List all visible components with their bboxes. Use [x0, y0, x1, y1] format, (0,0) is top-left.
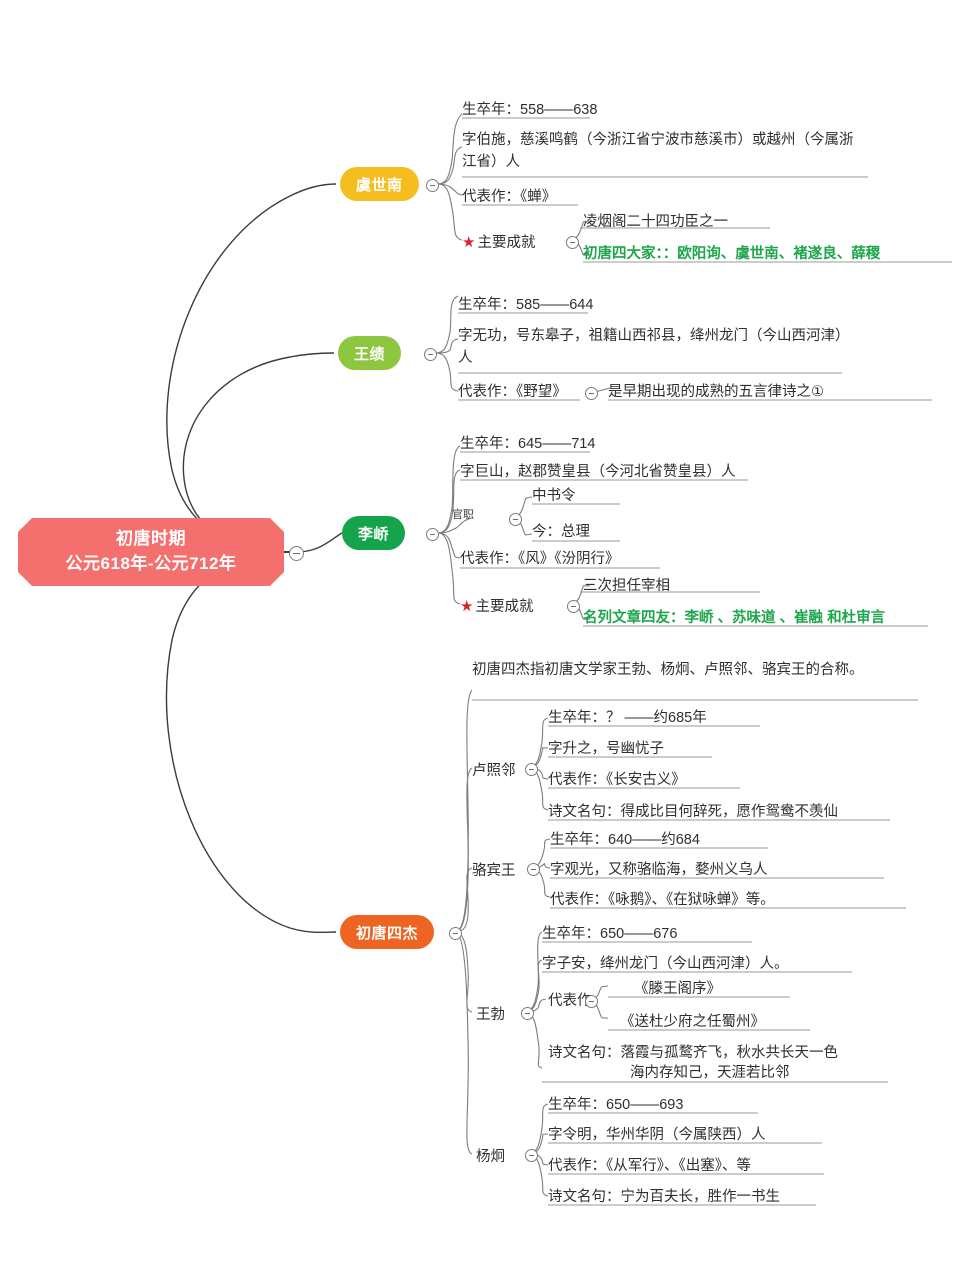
person-node-luzhaolin[interactable]: 卢照邻: [472, 763, 516, 779]
wangbo-collapse-toggle[interactable]: [521, 1007, 534, 1020]
yushinan-collapse-toggle[interactable]: [426, 179, 439, 192]
leaf-wangbo-work-1[interactable]: 《滕王阁序》: [634, 981, 721, 997]
leaf-yushinan-achv-1[interactable]: 凌烟阁二十四功臣之一: [583, 214, 728, 230]
leaf-luzhaolin-works[interactable]: 代表作：《长安古义》: [548, 772, 686, 788]
star-icon: ★: [460, 597, 474, 615]
leaf-liqiao-office-1[interactable]: 中书令: [532, 488, 576, 504]
root-node[interactable]: 初唐时期 公元618年-公元712年: [18, 518, 284, 586]
person-node-wangbo[interactable]: 王勃: [476, 1007, 505, 1023]
branch-node-wangji[interactable]: 王绩: [338, 336, 402, 370]
branch-label-wangji: 王绩: [354, 345, 386, 363]
leaf-liqiao-achv-1[interactable]: 三次担任宰相: [583, 578, 670, 594]
wangji-collapse-toggle[interactable]: [424, 348, 437, 361]
liqiao-achievement-node[interactable]: ★ 主要成就: [460, 595, 533, 616]
leaf-yushinan-lifespan[interactable]: 生卒年：558——638: [462, 102, 598, 118]
leaf-yangjiong-works[interactable]: 代表作：《从军行》、《出塞》、等: [548, 1158, 751, 1174]
branch-label-liqiao: 李峤: [358, 525, 390, 543]
luobinwang-collapse-toggle[interactable]: [527, 863, 540, 876]
root-title-line2: 公元618年-公元712年: [65, 554, 237, 573]
liqiao-achievement-label: 主要成就: [475, 599, 534, 615]
person-node-yangjiong[interactable]: 杨炯: [476, 1149, 505, 1165]
leaf-chutangsijie-intro[interactable]: 初唐四杰指初唐文学家王勃、杨炯、卢照邻、骆宾王的合称。: [472, 662, 864, 678]
yushinan-achievement-node[interactable]: ★ 主要成就: [462, 231, 535, 252]
yushinan-achievement-toggle[interactable]: [566, 236, 579, 249]
root-title-line1: 初唐时期: [116, 529, 186, 549]
yangjiong-collapse-toggle[interactable]: [525, 1149, 538, 1162]
leaf-yushinan-works[interactable]: 代表作：《蝉》: [462, 189, 557, 205]
leaf-liqiao-works[interactable]: 代表作：《风》《汾阴行》: [460, 551, 620, 567]
leaf-yangjiong-lifespan[interactable]: 生卒年：650——693: [548, 1097, 684, 1113]
wangbo-works-toggle[interactable]: [585, 995, 598, 1008]
leaf-luobinwang-lifespan[interactable]: 生卒年：640——约684: [550, 832, 700, 848]
leaf-liqiao-origin[interactable]: 字巨山，赵郡赞皇县（今河北省赞皇县）人: [460, 464, 736, 480]
leaf-wangbo-works-label[interactable]: 代表作: [548, 993, 592, 1009]
star-icon: ★: [462, 233, 476, 251]
leaf-wangji-works-note[interactable]: 是早期出现的成熟的五言律诗之①: [608, 384, 824, 400]
leaf-luzhaolin-style[interactable]: 字升之，号幽忧子: [548, 741, 664, 757]
leaf-wangbo-origin[interactable]: 字子安，绛州龙门（今山西河津）人。: [542, 956, 789, 972]
leaf-wangji-works[interactable]: 代表作：《野望》: [458, 384, 567, 400]
luzhaolin-collapse-toggle[interactable]: [525, 763, 538, 776]
chutangsijie-collapse-toggle[interactable]: [449, 927, 462, 940]
root-collapse-toggle[interactable]: [289, 546, 304, 561]
leaf-wangbo-work-2[interactable]: 《送杜少府之任蜀州》: [620, 1014, 765, 1030]
yushinan-achievement-label: 主要成就: [477, 235, 536, 251]
leaf-luzhaolin-quote[interactable]: 诗文名句：得成比目何辞死，愿作鸳鸯不羡仙: [548, 804, 838, 820]
leaf-luobinwang-works[interactable]: 代表作：《咏鹅》、《在狱咏蝉》等。: [550, 892, 775, 908]
leaf-wangbo-lifespan[interactable]: 生卒年：650——676: [542, 926, 678, 942]
liqiao-achievement-toggle[interactable]: [567, 600, 580, 613]
leaf-wangji-origin[interactable]: 字无功，号东皋子，祖籍山西祁县，绛州龙门（今山西河津）人: [458, 328, 843, 366]
leaf-yushinan-achv-2[interactable]: 初唐四大家：：欧阳询、虞世南、褚遂良、薛稷: [583, 246, 881, 262]
branch-node-chutangsijie[interactable]: 初唐四杰: [340, 915, 435, 949]
liqiao-office-toggle[interactable]: [509, 513, 522, 526]
leaf-yangjiong-origin[interactable]: 字令明，华州华阴（今属陕西）人: [548, 1127, 766, 1143]
branch-label-chutangsijie: 初唐四杰: [356, 924, 419, 942]
branch-node-yushinan[interactable]: 虞世南: [340, 167, 419, 201]
leaf-yangjiong-quote[interactable]: 诗文名句：宁为百夫长，胜作一书生: [548, 1189, 780, 1205]
leaf-yushinan-origin[interactable]: 字伯施，慈溪鸣鹤（今浙江省宁波市慈溪市）或越州（今属浙江省）人: [462, 132, 854, 170]
leaf-wangbo-quote-line2[interactable]: 海内存知己，天涯若比邻: [630, 1065, 790, 1081]
leaf-wangji-lifespan[interactable]: 生卒年：585——644: [458, 297, 594, 313]
leaf-luzhaolin-lifespan[interactable]: 生卒年：？ ——约685年: [548, 710, 707, 726]
branch-node-liqiao[interactable]: 李峤: [342, 516, 406, 550]
leaf-liqiao-lifespan[interactable]: 生卒年：645——714: [460, 436, 596, 452]
leaf-luobinwang-origin[interactable]: 字观光，又称骆临海，婺州义乌人: [550, 862, 768, 878]
liqiao-collapse-toggle[interactable]: [426, 528, 439, 541]
wangji-works-toggle[interactable]: [585, 387, 598, 400]
leaf-liqiao-office-label[interactable]: 官职: [452, 509, 474, 521]
leaf-liqiao-office-2[interactable]: 今：总理: [532, 524, 590, 540]
leaf-liqiao-achv-2[interactable]: 名列文章四友：李峤 、苏味道 、崔融 和杜审言: [583, 610, 886, 626]
person-node-luobinwang[interactable]: 骆宾王: [472, 863, 516, 879]
branch-label-yushinan: 虞世南: [356, 176, 403, 194]
leaf-wangbo-quote-line1[interactable]: 诗文名句：落霞与孤鹜齐飞，秋水共长天一色: [548, 1045, 838, 1061]
